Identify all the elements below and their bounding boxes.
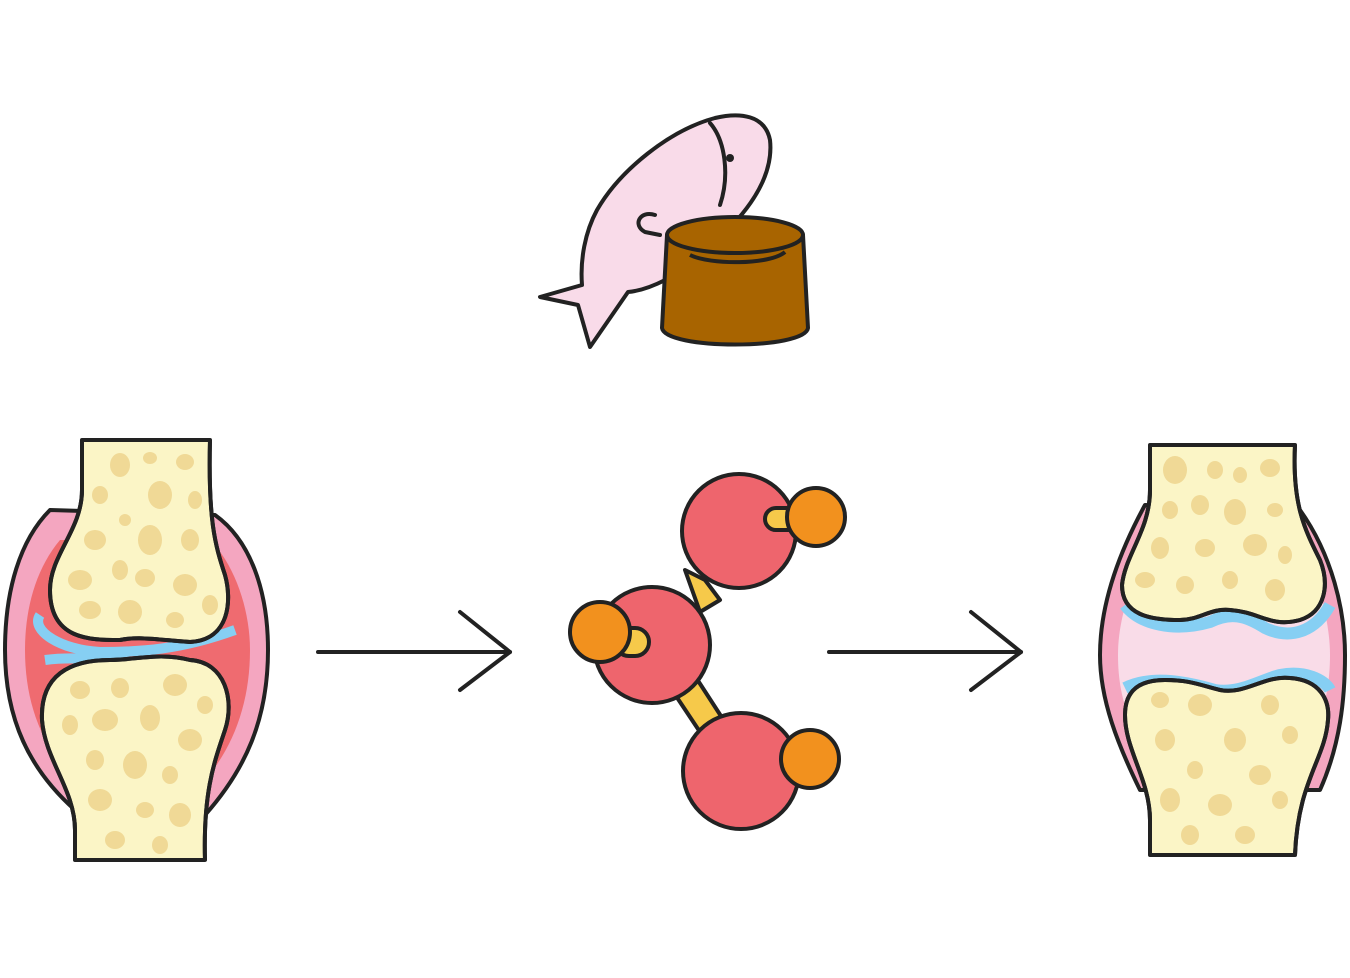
supplement-capsule-icon: [660, 215, 810, 347]
arrow-right-icon: [820, 605, 1030, 700]
inflamed-joint: [0, 430, 275, 870]
healthy-joint: [1090, 435, 1350, 865]
fish-oil-source: [525, 100, 825, 365]
arrow-right-icon: [310, 605, 520, 700]
omega-3-molecule-icon: [560, 465, 860, 835]
